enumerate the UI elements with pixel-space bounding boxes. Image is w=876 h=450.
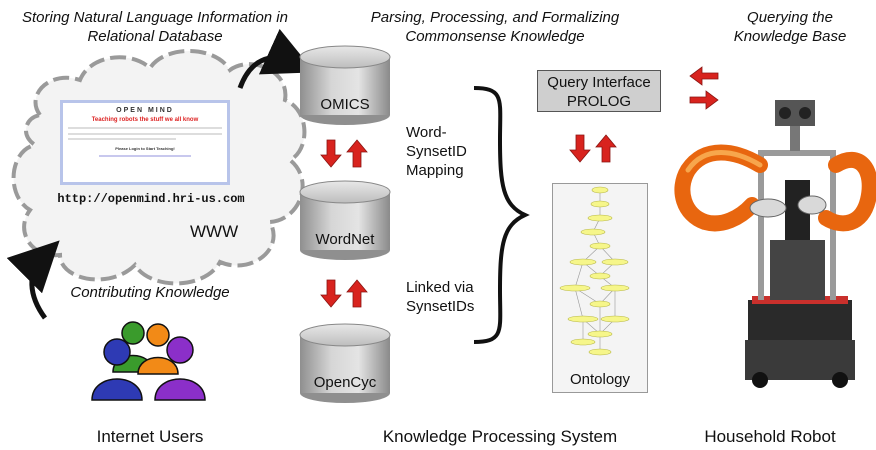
header-querying: Querying the Knowledge Base (733, 9, 847, 45)
word-synset-mapping-label: Word-SynsetID Mapping (406, 124, 467, 179)
opencyc-cylinder (299, 323, 391, 403)
openmind-headline: Teaching robots the stuff we all know (91, 117, 199, 123)
ontology-box: Ontology (552, 183, 648, 393)
arrow-query-robot (689, 66, 719, 110)
ontology-graph (559, 186, 630, 356)
openmind-webpage: OPEN MIND Teaching robots the stuff we a… (60, 100, 230, 185)
www-label: WWW (190, 222, 239, 241)
query-interface-box: Query Interface PROLOG (537, 70, 661, 112)
omics-cylinder (299, 45, 391, 125)
curved-arrow-to-cloud (6, 240, 60, 320)
footer-knowledge-processing: Knowledge Processing System (382, 427, 618, 446)
curly-brace (473, 86, 530, 344)
header-parsing: Parsing, Processing, and Formalizing Com… (370, 9, 620, 45)
prolog-label: PROLOG (566, 93, 632, 110)
linked-synsetids-label: Linked via SynsetIDs (406, 279, 475, 315)
query-interface-label: Query Interface (547, 74, 651, 91)
footer-household-robot: Household Robot (704, 427, 836, 446)
robot-illustration (674, 100, 876, 388)
arrow-omics-wordnet (320, 139, 368, 168)
opencyc-label: OpenCyc (313, 374, 377, 391)
arrow-query-ontology (569, 134, 617, 163)
text-line (68, 133, 222, 135)
ontology-label: Ontology (569, 371, 631, 388)
openmind-logo: OPEN MIND (116, 107, 174, 114)
text-line (98, 155, 192, 157)
contributing-knowledge-label: Contributing Knowledge (70, 284, 230, 301)
text-line (68, 127, 222, 129)
curved-arrow-to-omics (237, 28, 315, 89)
header-storing: Storing Natural Language Information in … (21, 9, 288, 45)
openmind-url: http://openmind.hri-us.com (57, 192, 245, 206)
text-line (68, 138, 176, 140)
footer-internet-users: Internet Users (96, 427, 204, 446)
wordnet-cylinder (299, 180, 391, 260)
arrow-wordnet-opencyc (320, 279, 368, 308)
wordnet-label: WordNet (315, 231, 375, 248)
omics-label: OMICS (320, 96, 370, 113)
users-icon (91, 321, 206, 401)
openmind-login-prompt: Please Login to Start Teaching! (115, 146, 175, 151)
